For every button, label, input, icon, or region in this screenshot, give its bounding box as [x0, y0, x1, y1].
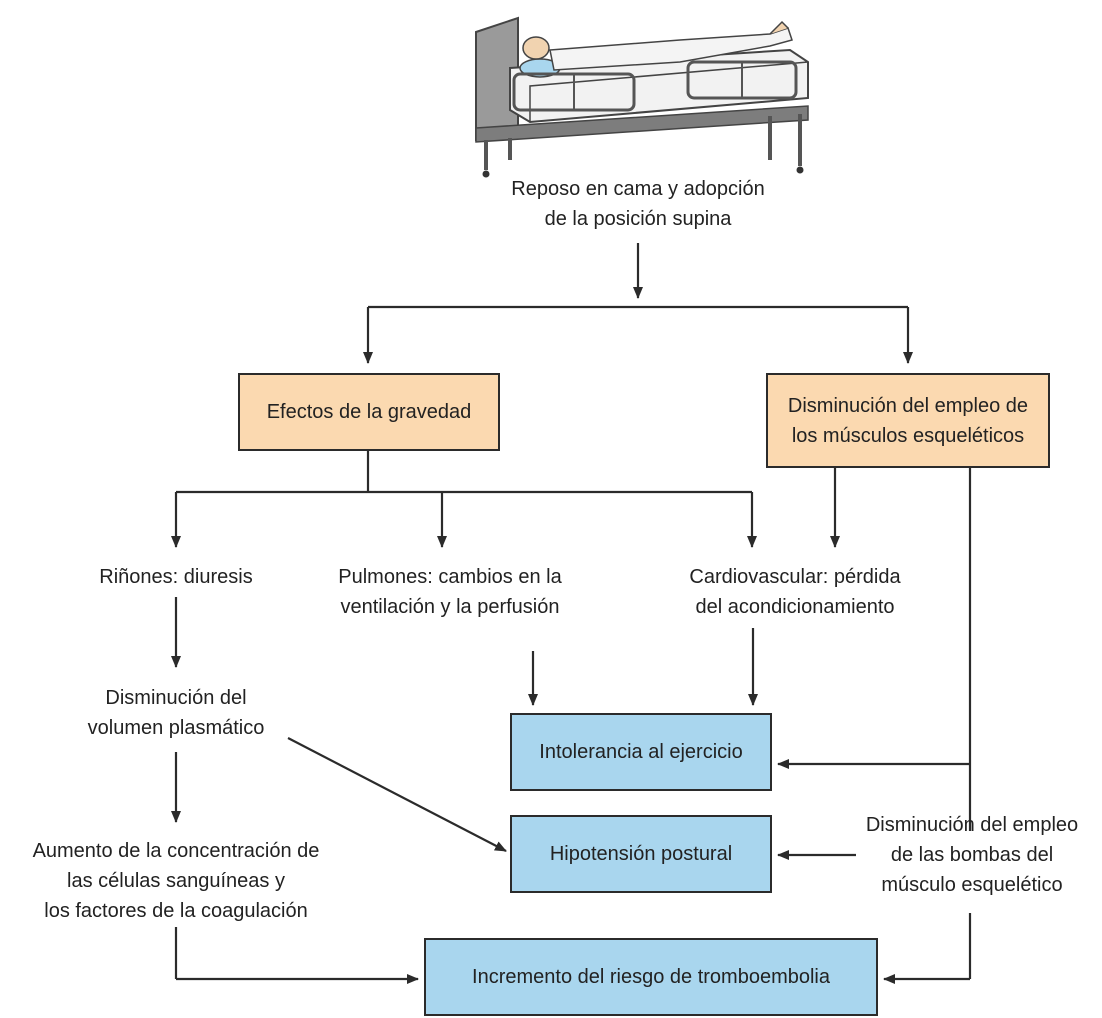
node-start: Reposo en cama y adopción de la posición… — [511, 178, 765, 230]
node-kidneys: Riñones: diuresis — [99, 566, 253, 588]
patient-in-hospital-bed-illustration — [475, 16, 809, 178]
node-plasma: Disminución del volumen plasmático — [87, 687, 265, 739]
node-muscles: Disminución del empleo de los músculos e… — [766, 373, 1050, 468]
node-thrombo: Incremento del riesgo de tromboembolia — [424, 938, 878, 1016]
node-cardio: Cardiovascular: pérdida del acondicionam… — [689, 566, 901, 618]
node-exercise: Intolerancia al ejercicio — [510, 713, 772, 791]
node-lungs: Pulmones: cambios en la ventilación y la… — [338, 566, 562, 618]
node-pumps: Disminución del empleo de las bombas del… — [865, 814, 1079, 896]
node-gravity: Efectos de la gravedad — [238, 373, 500, 451]
node-hypotension: Hipotensión postural — [510, 815, 772, 893]
node-concentration: Aumento de la concentración de las célul… — [32, 840, 320, 922]
arrow-plasma-to-hypotension — [287, 737, 507, 852]
